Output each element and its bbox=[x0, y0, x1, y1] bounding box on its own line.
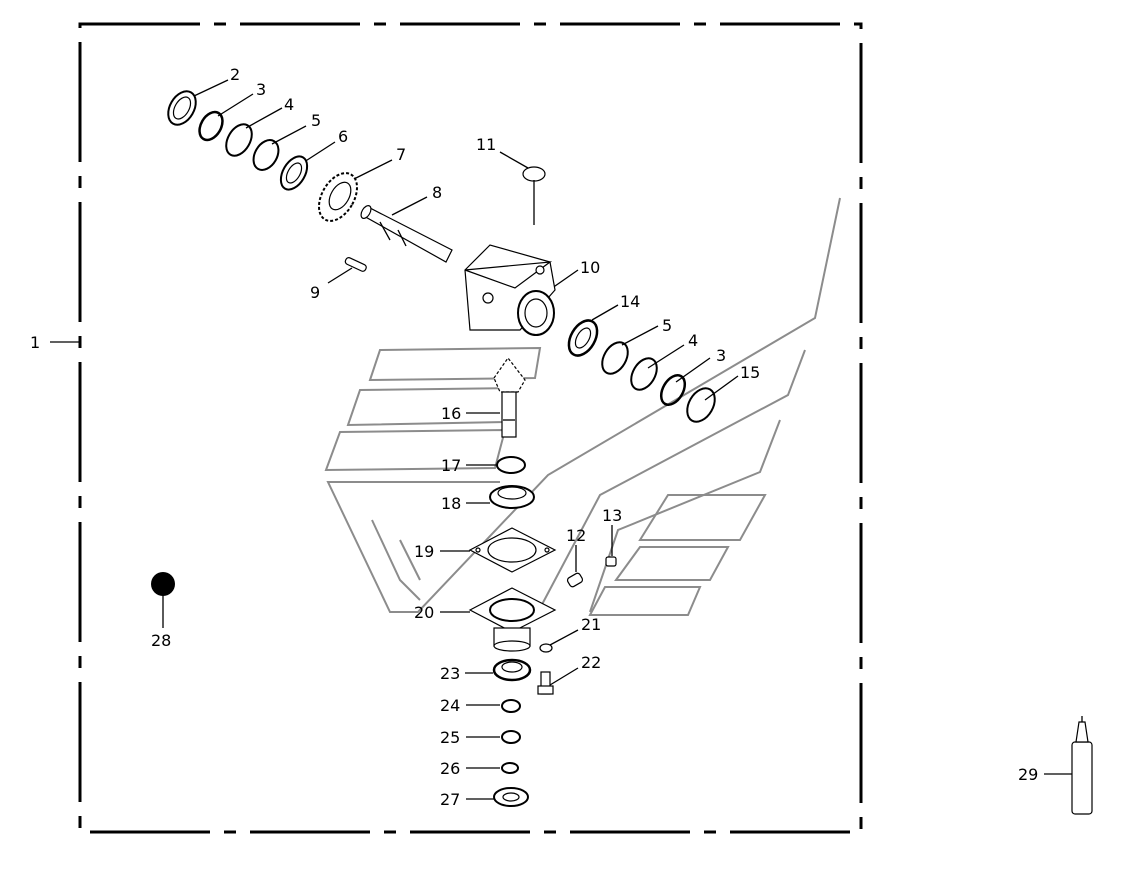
shim-part-5 bbox=[252, 139, 280, 171]
key-part-9 bbox=[344, 257, 367, 272]
bearing-part-6 bbox=[279, 155, 309, 191]
label-11: 11 bbox=[476, 135, 496, 154]
shim-part-4 bbox=[225, 123, 253, 157]
circlip-part-3 bbox=[198, 110, 224, 142]
gearbox-housing-part-10 bbox=[464, 244, 556, 336]
bearing-part-23 bbox=[492, 658, 532, 682]
ring-part-24 bbox=[501, 699, 521, 713]
label-22: 22 bbox=[581, 653, 601, 672]
label-15: 15 bbox=[740, 363, 760, 382]
label-18: 18 bbox=[441, 494, 461, 513]
pin-part-12 bbox=[566, 572, 584, 588]
label-5-lower: 5 bbox=[662, 316, 672, 335]
label-5: 5 bbox=[311, 111, 321, 130]
gasket-part-19 bbox=[468, 527, 557, 573]
kit-boundary-frame bbox=[78, 22, 863, 834]
shaft-part-8 bbox=[360, 205, 453, 263]
label-29: 29 bbox=[1018, 765, 1038, 784]
plug-part-13 bbox=[605, 556, 617, 567]
shim-part-5-lower bbox=[601, 341, 629, 375]
label-4-lower: 4 bbox=[688, 331, 698, 350]
sealant-tube-part-29 bbox=[1071, 716, 1093, 815]
label-24: 24 bbox=[440, 696, 460, 715]
pinion-shaft-part-16 bbox=[493, 356, 526, 438]
label-16: 16 bbox=[441, 404, 461, 423]
label-21: 21 bbox=[581, 615, 601, 634]
label-12: 12 bbox=[566, 526, 586, 545]
label-6: 6 bbox=[338, 127, 348, 146]
circlip-part-3-lower bbox=[659, 374, 687, 406]
label-8: 8 bbox=[432, 183, 442, 202]
label-9: 9 bbox=[310, 283, 320, 302]
bolt-part-22 bbox=[537, 671, 554, 695]
label-28: 28 bbox=[151, 631, 171, 650]
label-17: 17 bbox=[441, 456, 461, 475]
label-26: 26 bbox=[440, 759, 460, 778]
label-13: 13 bbox=[602, 506, 622, 525]
label-20: 20 bbox=[414, 603, 434, 622]
label-10: 10 bbox=[580, 258, 600, 277]
label-3-lower: 3 bbox=[716, 346, 726, 365]
lubricant-dot-part-28 bbox=[151, 572, 175, 596]
flange-part-20 bbox=[468, 587, 557, 652]
bevel-gear-part-7 bbox=[318, 172, 358, 222]
leader-lines bbox=[50, 79, 1072, 800]
label-3: 3 bbox=[256, 80, 266, 99]
ring-part-17 bbox=[496, 456, 526, 474]
circlip-part-15 bbox=[686, 387, 716, 423]
label-1: 1 bbox=[30, 333, 40, 352]
label-27: 27 bbox=[440, 790, 460, 809]
label-2: 2 bbox=[230, 65, 240, 84]
washer-part-21 bbox=[539, 643, 553, 653]
label-7: 7 bbox=[396, 145, 406, 164]
label-4: 4 bbox=[284, 95, 294, 114]
ring-part-26 bbox=[501, 762, 519, 774]
seal-part-2 bbox=[167, 90, 197, 126]
bearing-part-14 bbox=[567, 319, 599, 357]
label-23: 23 bbox=[440, 664, 460, 683]
label-14: 14 bbox=[620, 292, 640, 311]
bearing-part-18 bbox=[489, 485, 535, 509]
part-labels: 1 2 3 4 5 6 7 8 9 10 11 12 13 14 5 4 3 1… bbox=[30, 65, 1038, 809]
breather-part-11 bbox=[522, 166, 546, 225]
background-logo bbox=[324, 197, 841, 616]
ring-part-25 bbox=[501, 730, 521, 744]
shim-part-4-lower bbox=[630, 357, 658, 391]
seal-part-27 bbox=[493, 787, 529, 807]
label-25: 25 bbox=[440, 728, 460, 747]
label-19: 19 bbox=[414, 542, 434, 561]
